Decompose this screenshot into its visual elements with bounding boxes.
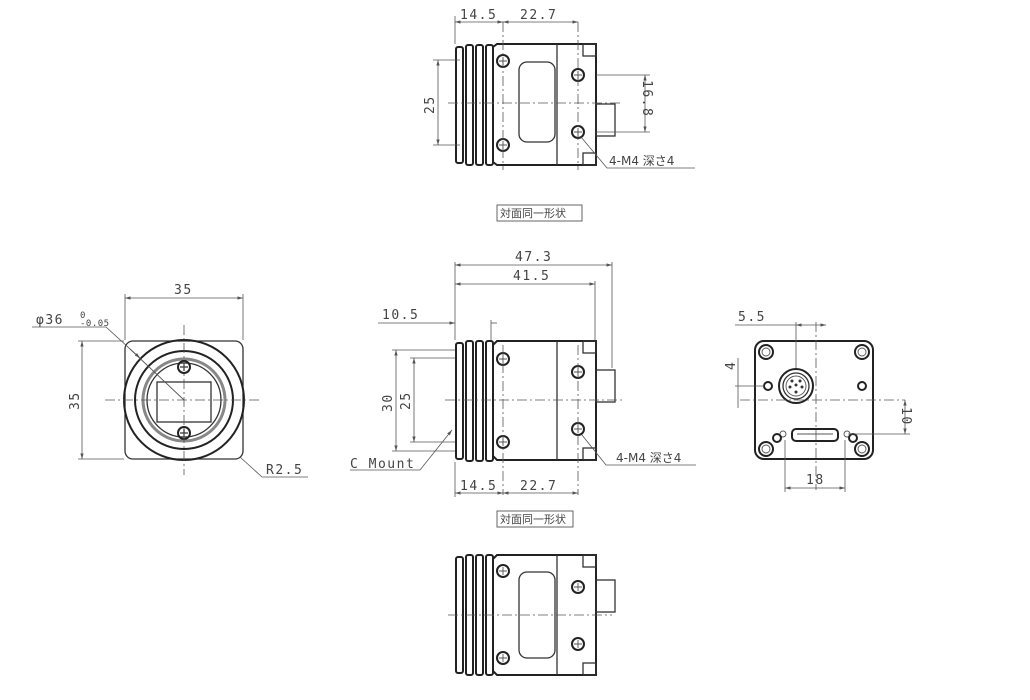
rear-connector [595,579,616,613]
c-mount-label: C Mount [350,457,415,472]
note-same-shape-opposite-side: 対面同一形状 [500,512,566,526]
dim-14-5-side: 14.5 [460,479,497,494]
io-connector-icon [778,368,814,404]
note-box [496,510,574,528]
mounting-hole [571,580,585,594]
dim-5-5: 5.5 [738,310,766,325]
dim-47-3: 47.3 [515,250,552,265]
rear-view: 5.5 4 10 18 [724,310,913,492]
mounting-hole [496,564,510,578]
dim-41-5: 41.5 [513,269,550,284]
label-recess [518,571,556,659]
corner-screw [758,441,774,457]
dim-22-7: 22.7 [520,8,557,23]
note-same-shape-opposite-side: 対面同一形状 [500,206,566,220]
note-box [496,204,583,222]
corner-screw [758,344,774,360]
corner-radius: R2.5 [266,463,303,478]
dim-diameter: φ36 [36,313,64,328]
dim-10: 10 [898,407,913,426]
dim-25: 25 [423,95,438,114]
corner-screw [854,441,870,457]
label-recess [518,61,556,143]
dim-30: 30 [381,393,396,412]
c-mount-fins [455,44,494,166]
corner-screw [854,344,870,360]
tolerance-lower: -0.05 [80,319,110,329]
usb3-micro-b-port-icon [791,428,839,442]
dim-18: 18 [806,473,825,488]
dim-14-5: 14.5 [460,8,497,23]
side-view: 47.3 41.5 10.5 30 25 14.5 22.7 C Mount 4… [350,250,696,528]
hole-callout-side: 4-M4 深さ4 [616,451,681,465]
rear-connector [595,103,616,137]
top-view: 14.5 22.7 25 16.8 4-M4 深さ4 対面同一形状 [423,8,695,222]
bottom-view [448,554,616,676]
dim-10-5: 10.5 [382,308,419,323]
dim-22-7-side: 22.7 [520,479,557,494]
mounting-hole [496,651,510,665]
hole-callout: 4-M4 深さ4 [609,154,674,168]
dim-4: 4 [724,361,739,370]
dim-25-side: 25 [399,391,414,410]
rear-connector [595,369,616,403]
tolerance-upper: 0 [80,311,86,321]
dim-16-8: 16.8 [639,80,654,117]
dim-height-35: 35 [68,391,83,410]
mounting-hole [571,637,585,651]
dim-width-35: 35 [174,283,193,298]
c-mount-fins [455,340,494,462]
front-view: 35 35 φ36 0 -0.05 R2.5 [32,283,308,478]
